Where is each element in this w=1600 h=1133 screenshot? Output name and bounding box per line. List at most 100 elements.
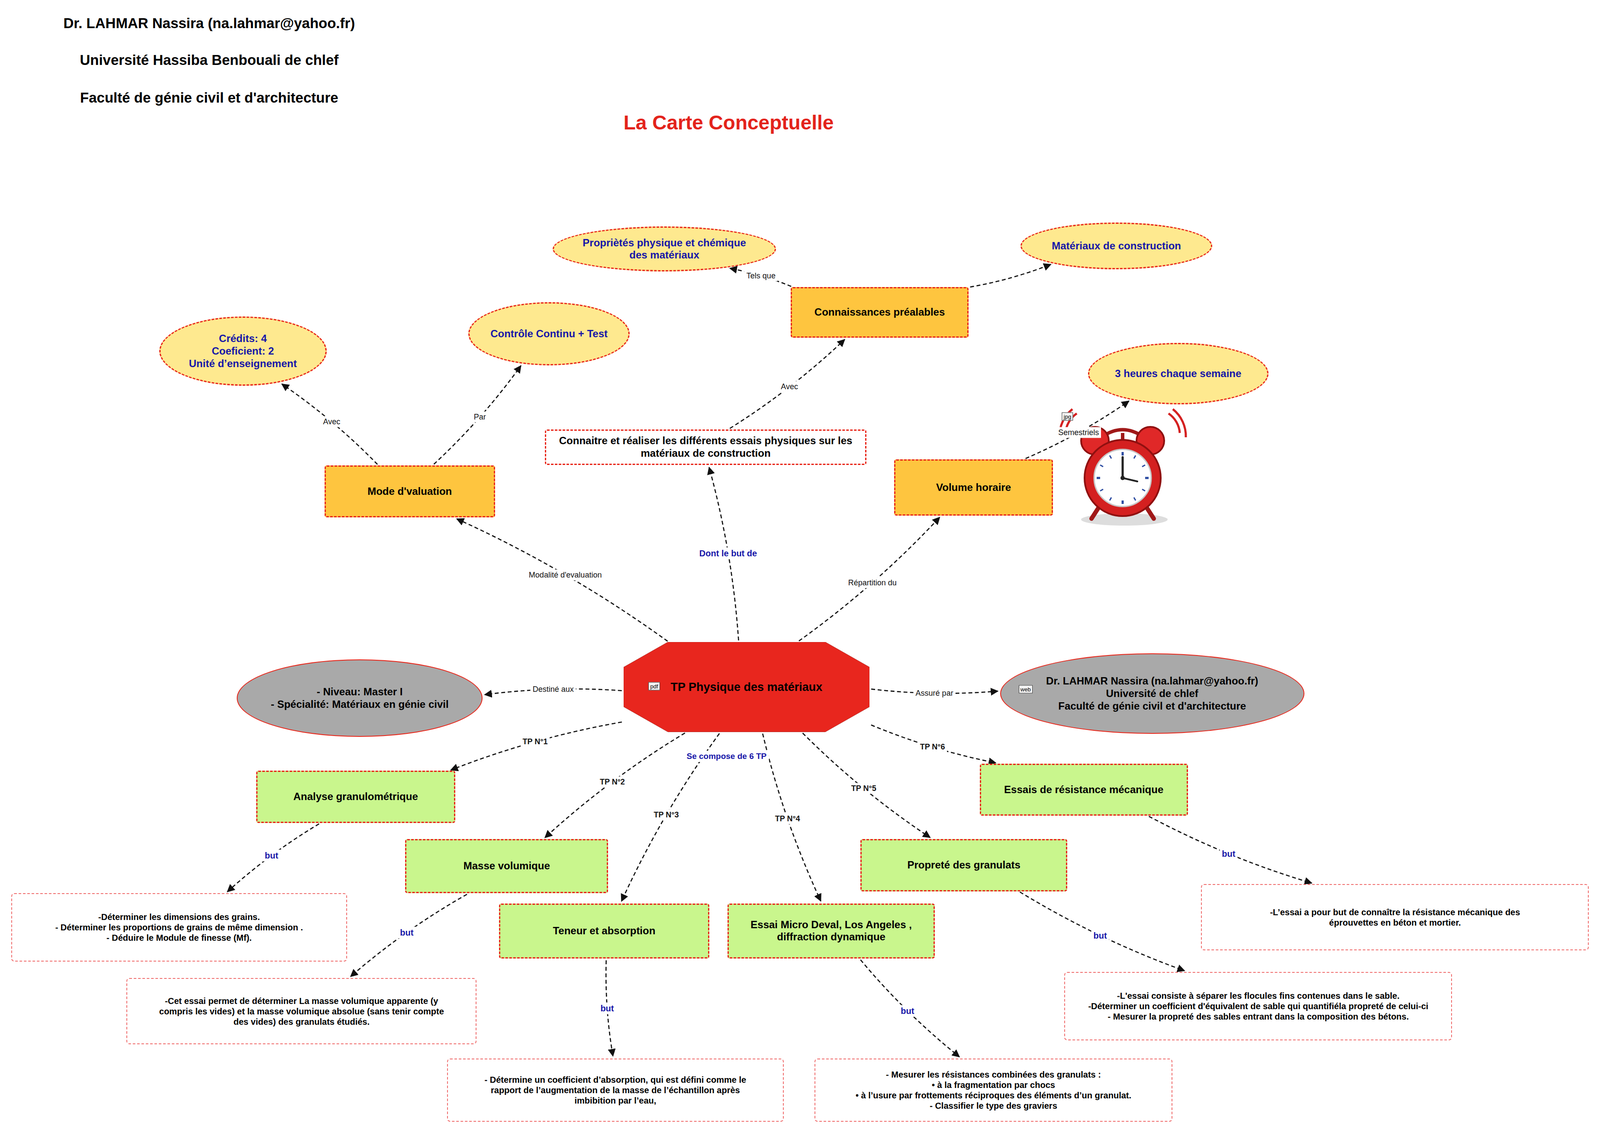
category-box: Mode d'valuation [324, 465, 496, 518]
dashed-arrow [798, 517, 940, 641]
dashed-arrow [970, 264, 1052, 287]
edge-label: Tels que [744, 270, 778, 282]
concept-ellipse: 3 heures chaque semaine [1088, 342, 1269, 404]
dashed-arrow [1025, 400, 1130, 459]
node-text: Propriètés physique et chémique des maté… [580, 236, 749, 262]
node-text-block: Connaissances préalables [814, 305, 945, 319]
node-text-block: -L'essai consiste à séparer les flocules… [1088, 990, 1429, 1022]
concept-ellipse: Matériaux de construction [1020, 222, 1213, 270]
node-text: -L’essai a pour but de connaître la rési… [1254, 906, 1536, 928]
node-text: Faculté de génie civil et d'architecture [1046, 699, 1259, 713]
edge-label: Avec [778, 381, 801, 393]
header-line: Université Hassiba Benbouali de chlef [79, 51, 339, 69]
clock-part [1120, 475, 1125, 480]
file-icon-tag: pdf [648, 681, 660, 690]
node-text: - Mesurer la propreté des sables entrant… [1088, 1010, 1429, 1022]
tp-box: Teneur et absorption [498, 903, 710, 959]
node-text: - Détermine un coefficient d’absorption,… [479, 1074, 751, 1106]
node-text: Crédits: 4 [189, 332, 297, 345]
node-text: Unité d’enseignement [189, 357, 297, 371]
edge-label: TP N°2 [597, 775, 628, 787]
category-box: Volume horaire [894, 459, 1054, 516]
clock-part [1168, 413, 1180, 433]
clock-part [1100, 489, 1104, 491]
edge-label: Semestriels [1055, 426, 1102, 438]
edge-label: but [598, 1002, 616, 1015]
edge-label: TP N°3 [651, 809, 682, 821]
octagon-shape [623, 641, 870, 732]
clock-part [1121, 451, 1124, 456]
node-text: • à l’usure par frottements réciproques … [855, 1089, 1132, 1101]
info-ellipse: - Niveau: Master I- Spécialité: Matériau… [236, 659, 483, 737]
node-text-block: Contrôle Continu + Test [490, 327, 608, 341]
clock-part [1096, 451, 1149, 504]
node-text-block: Propriètés physique et chémique des maté… [580, 236, 749, 262]
description-box: -L'essai consiste à séparer les flocules… [1064, 971, 1452, 1040]
node-text-block: Propreté des granulats [907, 858, 1021, 872]
node-text-block: - Détermine un coefficient d’absorption,… [479, 1074, 751, 1106]
diagram-title: La Carte Conceptuelle [623, 110, 834, 135]
node-text-block: Essais de résistance mécanique [1004, 783, 1164, 796]
description-box: -L’essai a pour but de connaître la rési… [1200, 883, 1589, 950]
clock-part [1094, 449, 1152, 507]
edge-label: Répartition du [846, 576, 899, 588]
edge-label: TP N°1 [520, 736, 551, 747]
node-text: Propreté des granulats [907, 858, 1021, 872]
node-text: -L'essai consiste à séparer les flocules… [1088, 990, 1429, 1001]
node-text-block: -L’essai a pour but de connaître la rési… [1254, 906, 1536, 928]
edge-label: Assuré par [913, 687, 956, 699]
clock-part [1172, 408, 1186, 438]
node-text: • à la fragmentation par chocs [855, 1079, 1132, 1090]
node-text-block: Mode d'valuation [367, 485, 452, 498]
node-text: - Mesurer les résistances combinées des … [855, 1068, 1132, 1080]
tp-box: Essai Micro Deval, Los Angeles , diffrac… [727, 903, 935, 959]
edge-label: Avec [321, 416, 343, 428]
clock-part [1133, 455, 1136, 459]
dashed-arrow [860, 959, 960, 1057]
node-text: - Classifier le type des graviers [855, 1100, 1132, 1111]
central-octagon: TP Physique des matériaux [623, 641, 870, 732]
node-text: Mode d'valuation [367, 485, 452, 498]
node-text-block: Volume horaire [936, 481, 1011, 494]
dashed-arrow [350, 894, 467, 977]
node-text: -Cet essai permet de déterminer La masse… [153, 995, 450, 1027]
edge-label: Dont le but de [697, 547, 760, 559]
node-text-block: - Niveau: Master I- Spécialité: Matériau… [270, 685, 449, 711]
dashed-arrow [730, 268, 792, 287]
node-text: -Déterminer un coefficient d'équivalent … [1088, 1000, 1429, 1011]
node-text: TP Physique des matériaux [670, 679, 823, 694]
dashed-arrow [1019, 891, 1185, 971]
header-line: Faculté de génie civil et d'architecture [80, 89, 339, 107]
clock-part [1091, 506, 1100, 519]
edge-label: but [397, 926, 416, 938]
dashed-arrow [802, 732, 931, 838]
edge-group-label: Se compose de 6 TP [684, 750, 769, 762]
info-ellipse: Dr. LAHMAR Nassira (na.lahmar@yahoo.fr)U… [1000, 653, 1305, 734]
tp-box: Propreté des granulats [860, 838, 1068, 891]
dashed-arrow [281, 383, 378, 465]
clock-part [1145, 476, 1149, 480]
node-text-block: -Cet essai permet de déterminer La masse… [153, 995, 450, 1027]
node-text: Volume horaire [936, 481, 1011, 494]
node-text: - Spécialité: Matériaux en génie civil [270, 698, 449, 711]
edge-label: Par [471, 411, 489, 423]
description-box: -Déterminer les dimensions des grains.- … [11, 892, 348, 962]
node-text-block: Essai Micro Deval, Los Angeles , diffrac… [739, 918, 923, 944]
node-text: Dr. LAHMAR Nassira (na.lahmar@yahoo.fr) [1046, 674, 1259, 688]
node-text: Contrôle Continu + Test [490, 327, 608, 341]
concept-ellipse: Contrôle Continu + Test [468, 302, 630, 366]
description-box: - Détermine un coefficient d’absorption,… [447, 1058, 784, 1122]
node-text-block: -Déterminer les dimensions des grains.- … [55, 911, 303, 943]
concept-ellipse: Propriètés physique et chémique des maté… [552, 226, 776, 272]
node-text: Université de chlef [1046, 687, 1259, 700]
node-text-block: TP Physique des matériaux [670, 679, 823, 694]
clock-part [1084, 439, 1161, 516]
clock-part [1121, 500, 1124, 504]
node-text-block: Matériaux de construction [1051, 239, 1182, 253]
dashed-arrow [227, 823, 319, 892]
node-text: Connaitre et réaliser les différents ess… [552, 434, 859, 460]
node-text: Analyse granulométrique [293, 790, 419, 803]
dashed-arrow [871, 724, 996, 763]
